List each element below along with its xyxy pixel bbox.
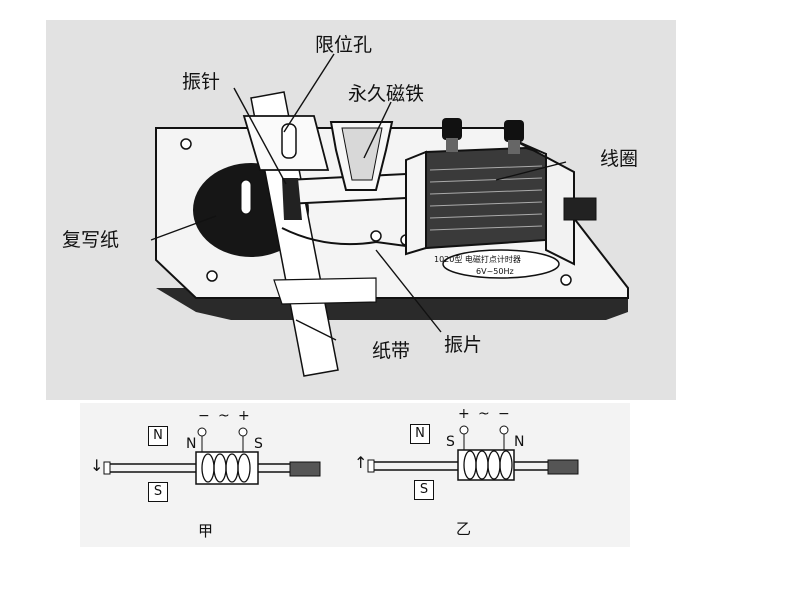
label-limit-hole: 限位孔	[315, 34, 373, 56]
nameplate-line2: 6V~50Hz	[476, 267, 514, 276]
timer-illustration-panel: 1020型 电磁打点计时器 6V~50Hz	[46, 20, 676, 400]
terminal	[499, 425, 509, 435]
label-paper-tape: 纸带	[372, 340, 411, 362]
yi-pole-left: S	[446, 434, 455, 450]
coil-end-block	[563, 197, 597, 221]
yi-terminal-right-sign: −	[498, 406, 510, 422]
label-needle: 振针	[182, 71, 221, 93]
yi-top-magnet: N	[410, 424, 430, 444]
coil-windings	[463, 450, 513, 480]
jia-ac-sign: ~	[218, 408, 230, 424]
yi-direction-arrow: ↑	[354, 453, 368, 472]
circuit-yi	[367, 425, 579, 481]
label-vibrating-piece: 振片	[444, 334, 483, 356]
yi-terminal-left-sign: +	[458, 406, 470, 422]
terminal	[459, 425, 469, 435]
label-carbon-paper: 复写纸	[62, 229, 120, 251]
terminal	[197, 427, 207, 437]
fixed-end-hatch	[547, 459, 579, 475]
carbon-paper-slot	[240, 179, 252, 215]
nameplate	[442, 249, 560, 279]
jia-caption: 甲	[198, 522, 214, 540]
terminal	[238, 427, 248, 437]
base-screw-hole	[206, 270, 218, 282]
jia-terminal-left-sign: −	[198, 408, 210, 424]
tape-guide-plate	[273, 277, 377, 305]
jia-terminal-right-sign: +	[238, 408, 250, 424]
base-screw-hole	[180, 138, 192, 150]
yi-caption: 乙	[456, 520, 472, 538]
nameplate-line1: 1020型 电磁打点计时器	[434, 255, 521, 264]
jia-direction-arrow: ↓	[90, 456, 104, 475]
jia-bottom-magnet: S	[148, 482, 168, 502]
label-permanent-magnet: 永久磁铁	[348, 83, 425, 105]
terminal-right	[504, 120, 524, 142]
coil-bracket	[513, 139, 575, 266]
coil-core	[195, 451, 259, 485]
yi-pole-right: N	[514, 434, 525, 450]
fixed-end-hatch	[289, 461, 321, 477]
yi-bottom-magnet: S	[414, 480, 434, 500]
jia-pole-left: N	[186, 436, 197, 452]
needle	[282, 178, 302, 220]
vibrating-piece-arm	[281, 227, 407, 247]
electromagnetic-timer-drawing	[150, 53, 629, 377]
label-coil: 线圈	[600, 148, 639, 170]
jia-top-magnet: N	[148, 426, 168, 446]
terminal-left	[442, 118, 462, 140]
circuit-jia	[103, 427, 321, 485]
coil-windings	[201, 453, 251, 483]
jia-pole-right: S	[254, 436, 263, 452]
base-screw-hole	[560, 274, 572, 286]
yi-ac-sign: ~	[478, 406, 490, 422]
